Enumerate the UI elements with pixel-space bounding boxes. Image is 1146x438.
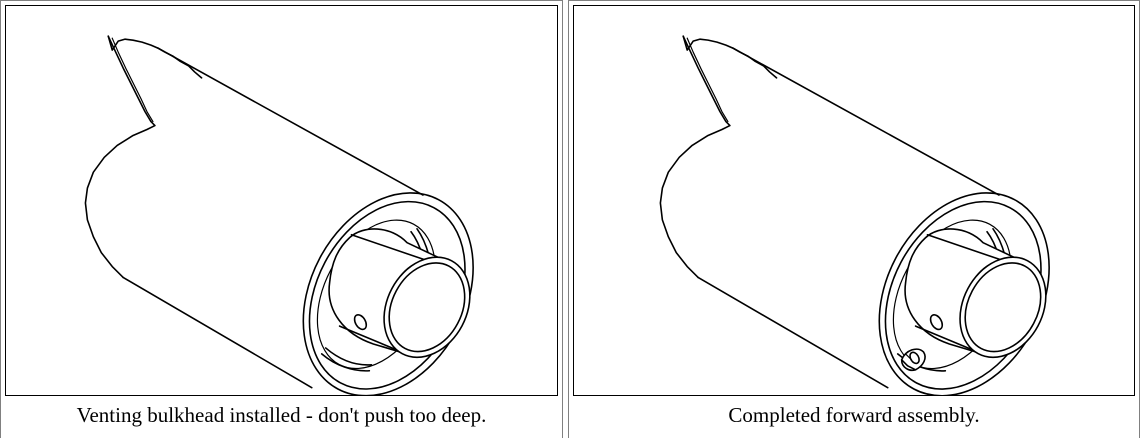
- motor-mount-top-edge: [926, 233, 1010, 264]
- motor-mount-front-face: [383, 256, 471, 359]
- motor-mount-front-face-inner: [388, 262, 466, 353]
- tube-cut-edge-lower: [84, 35, 156, 279]
- tube-cut-edge-inner: [111, 37, 154, 123]
- figure-frame: [573, 5, 1135, 396]
- tube-top-edge: [732, 47, 1000, 196]
- tube-bottom-edge: [697, 276, 889, 389]
- motor-mount-front-face: [959, 256, 1047, 359]
- tube-cut-edge-lower: [659, 35, 731, 279]
- motor-mount-front-face-inner: [964, 262, 1042, 353]
- tube-cut-edge-inner: [686, 37, 729, 123]
- motor-mount-top-edge: [350, 233, 434, 264]
- vent-hole: [353, 314, 368, 331]
- tube-top-edge: [157, 47, 424, 196]
- figure-panel-completed-assembly: Completed forward assembly.: [568, 0, 1140, 438]
- tube-cut-edge: [107, 35, 203, 79]
- shock-cord-anchor-lug: [900, 348, 926, 372]
- bulkhead-vent-slot-lower-2: [324, 347, 373, 366]
- tube-bottom-edge: [122, 276, 313, 389]
- rocket-body-tube-drawing: [84, 35, 474, 395]
- bulkhead-vent-slot-lower: [320, 353, 371, 372]
- figure-panel-venting-bulkhead: Venting bulkhead installed - don't push …: [0, 0, 563, 438]
- figure-frame: [5, 5, 558, 396]
- vent-hole: [929, 314, 944, 331]
- figure-caption: Venting bulkhead installed - don't push …: [76, 403, 487, 427]
- rocket-body-tube-drawing: [659, 35, 1050, 395]
- tube-cut-edge: [682, 35, 778, 79]
- figure-caption: Completed forward assembly.: [728, 403, 980, 427]
